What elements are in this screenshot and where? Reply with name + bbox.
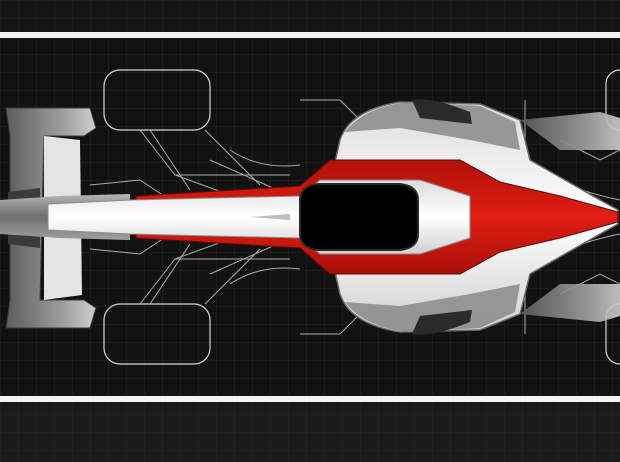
rear-left-wheel bbox=[103, 69, 211, 131]
front-right-wheel bbox=[605, 303, 620, 365]
top-stripe bbox=[0, 32, 620, 38]
rear-right-wheel bbox=[103, 303, 211, 365]
top-band bbox=[0, 0, 620, 32]
wheel-wireframes bbox=[103, 69, 620, 365]
front-wing-right bbox=[520, 284, 620, 322]
cockpit-opening bbox=[299, 183, 419, 251]
left-air-inlet bbox=[412, 99, 472, 124]
bottom-band-grid bbox=[0, 402, 620, 462]
bottom-stripe bbox=[0, 396, 620, 402]
front-wing-left bbox=[520, 112, 620, 150]
right-air-inlet bbox=[412, 310, 472, 335]
front-left-wheel bbox=[605, 69, 620, 131]
spine-detail bbox=[250, 214, 290, 220]
